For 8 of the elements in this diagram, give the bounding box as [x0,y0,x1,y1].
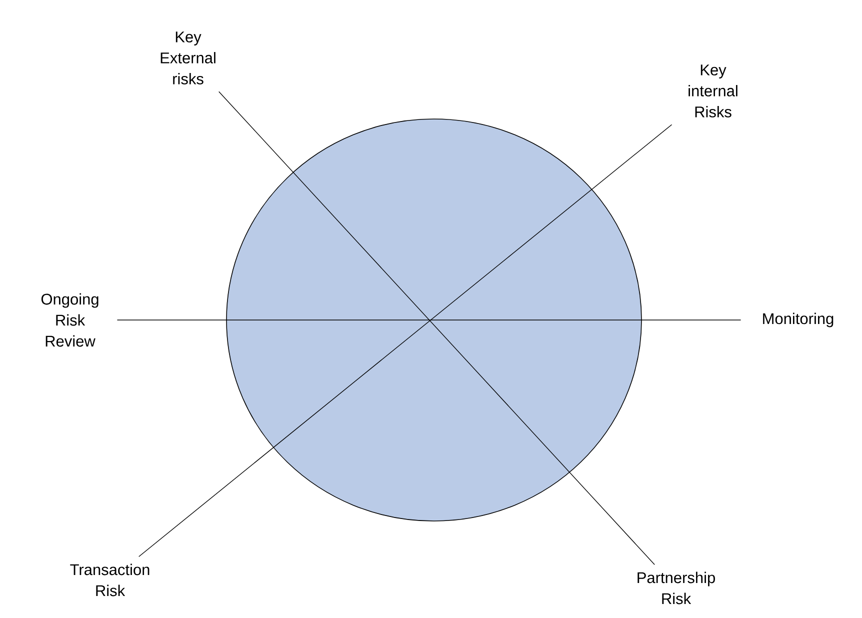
line [138,124,672,557]
label: Monitoring [763,312,834,328]
label: Key External risks [160,32,216,84]
label: Transaction Risk [70,564,150,596]
label: Key internal Risks [688,64,738,118]
label: Ongoing Risk Review [41,293,98,347]
label: Partnership Risk [638,572,715,604]
line [218,91,655,565]
